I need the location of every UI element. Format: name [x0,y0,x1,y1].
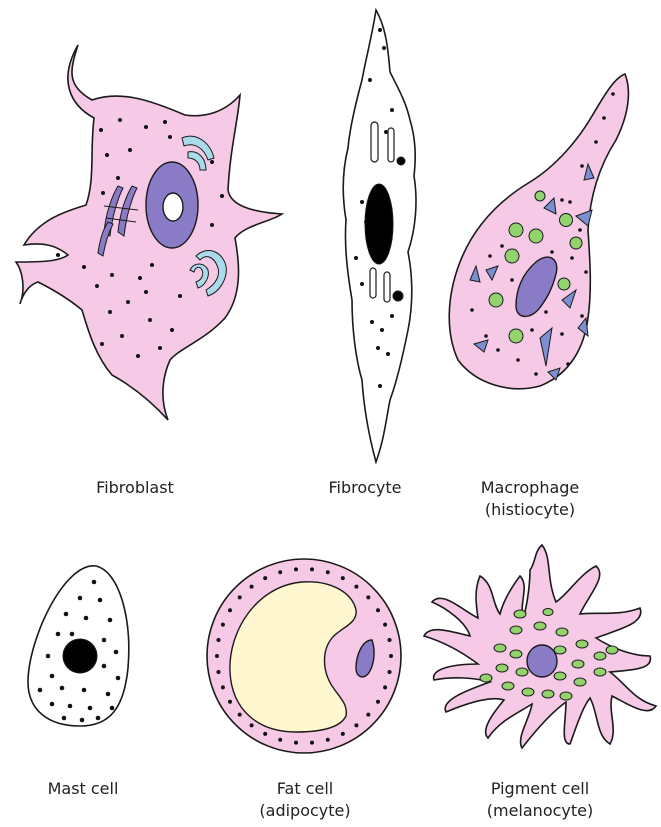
fibroblast-label: Fibroblast [60,477,210,499]
macrophage-label: Macrophage (histiocyte) [455,477,605,521]
fibroblast-cytoplasm [16,45,282,420]
fat-cell-drawing [207,559,401,753]
mast-cell-drawing [28,566,129,726]
fibroblast-nucleolus [163,193,183,221]
pigment-cell-label: Pigment cell (melanocyte) [460,778,620,822]
pigment-cell-nucleus [527,645,557,677]
pigment-cell-drawing [424,545,656,748]
fibrocyte-label: Fibrocyte [305,477,425,499]
macrophage-drawing [449,74,628,389]
mast-cell-label: Mast cell [18,778,148,800]
fibrocyte-inclusion [397,157,405,165]
fibrocyte-drawing [343,10,416,462]
fibrocyte-nucleus [365,184,393,264]
fibrocyte-inclusion [393,291,403,301]
mast-cell-nucleus [63,639,97,673]
fibroblast-drawing [16,45,282,420]
fat-cell-label: Fat cell (adipocyte) [245,778,365,822]
